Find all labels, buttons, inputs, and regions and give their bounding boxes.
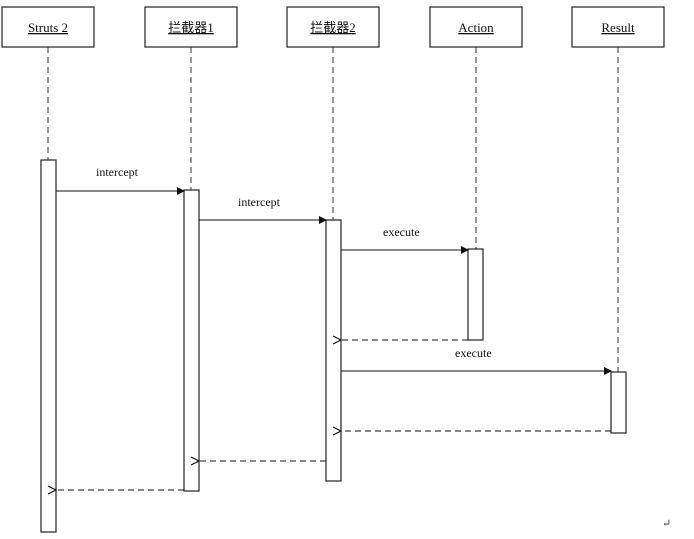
message-label: intercept [96, 165, 139, 179]
message-label: execute [455, 346, 492, 360]
paragraph-mark: ↵ [662, 518, 671, 530]
participant-result: Result [571, 6, 665, 48]
activation-interceptor1 [183, 189, 200, 492]
participant-label: 拦截器1 [168, 20, 214, 35]
message-execute-action: execute [341, 225, 469, 254]
activation-action [467, 248, 484, 341]
message-label: intercept [238, 195, 281, 209]
participant-interceptor2: 拦截器2 [286, 6, 380, 48]
participant-label: Result [601, 20, 635, 35]
activation-interceptor2 [325, 219, 342, 482]
participant-label: Action [458, 20, 494, 35]
participant-label: Struts 2 [28, 20, 68, 35]
message-intercept-1: intercept [56, 165, 185, 195]
participant-action: Action [429, 6, 523, 48]
activation-result [610, 371, 627, 434]
message-execute-result: execute [341, 346, 612, 375]
activation-struts [40, 159, 57, 533]
message-intercept-2: intercept [199, 195, 327, 224]
participant-struts: Struts 2 [1, 6, 95, 48]
participant-label: 拦截器2 [310, 20, 356, 35]
message-label: execute [383, 225, 420, 239]
participant-interceptor1: 拦截器1 [144, 6, 238, 48]
